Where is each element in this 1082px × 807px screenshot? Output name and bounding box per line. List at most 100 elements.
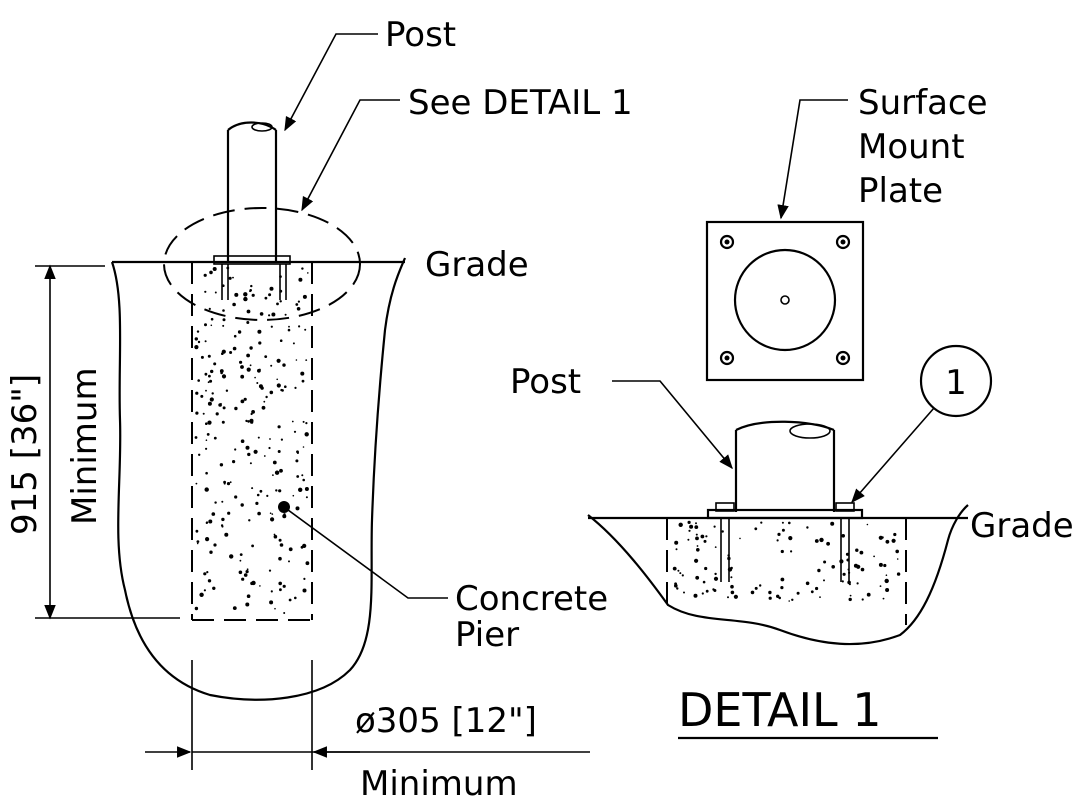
concrete-speck [713, 576, 719, 581]
concrete-speck [232, 276, 234, 279]
plate-leader [777, 99, 848, 220]
concrete-speck [247, 420, 250, 423]
concrete-speck [250, 420, 254, 424]
concrete-speck [681, 574, 684, 577]
concrete-speck [194, 337, 198, 341]
concrete-speck [714, 546, 717, 548]
concrete-speck [227, 511, 231, 515]
concrete-speck [295, 459, 299, 463]
concrete-speck [283, 612, 286, 614]
concrete-speck [223, 482, 226, 485]
concrete-speck [256, 493, 260, 497]
concrete-speck [195, 482, 198, 485]
concrete-speck [202, 412, 205, 415]
main-view: Post See DETAIL 1 Grade 915 [36"] Minimu… [5, 15, 633, 804]
concrete-speck [705, 589, 709, 593]
concrete-speck [264, 296, 268, 300]
concrete-speck [257, 329, 262, 334]
concrete-speck [695, 522, 697, 525]
concrete-speck [853, 563, 858, 568]
concrete-speck [694, 558, 699, 563]
concrete-speck [278, 556, 282, 561]
detail-1: Surface Mount Plate Post 1 [510, 83, 1074, 740]
concrete-speck [233, 334, 237, 338]
concrete-speck [207, 401, 212, 406]
concrete-speck [239, 360, 243, 364]
concrete-speck [249, 346, 253, 350]
concrete-speck [733, 594, 739, 599]
concrete-speck [705, 535, 708, 538]
concrete-speck [730, 584, 734, 589]
concrete-speck [220, 371, 223, 375]
concrete-speck [249, 462, 252, 465]
concrete-speck [203, 273, 207, 277]
see-detail-label: See DETAIL 1 [408, 83, 633, 123]
concrete-speck [194, 606, 199, 611]
concrete-speck [257, 511, 261, 516]
concrete-speck [279, 588, 282, 592]
concrete-speck [282, 584, 286, 588]
concrete-speck [204, 290, 207, 293]
concrete-speck [250, 284, 253, 288]
concrete-speck [254, 376, 256, 379]
concrete-speck [776, 539, 779, 542]
concrete-speck [701, 592, 704, 595]
concrete-speck [688, 529, 691, 532]
concrete-speck [232, 606, 237, 610]
concrete-speck [270, 364, 273, 367]
concrete-speck [298, 277, 303, 282]
concrete-speck [781, 528, 785, 532]
concrete-speck [243, 397, 247, 401]
concrete-speck [232, 460, 236, 464]
concrete-speck [221, 500, 224, 503]
concrete-speck [282, 514, 287, 519]
concrete-speck [270, 590, 273, 593]
concrete-speck [246, 321, 250, 324]
concrete-speck [246, 594, 251, 598]
concrete-speck [207, 354, 211, 358]
concrete-speck [687, 520, 691, 525]
concrete-speck [279, 339, 283, 343]
concrete-speck [704, 566, 708, 571]
concrete-speck [282, 363, 286, 367]
concrete-speck [275, 489, 278, 492]
callout-number: 1 [945, 363, 967, 403]
concrete-speck [271, 513, 274, 515]
concrete-speck [204, 487, 209, 492]
concrete-speck [866, 592, 871, 597]
concrete-speck [207, 381, 210, 384]
concrete-speck [210, 317, 214, 321]
detail-circle [163, 207, 361, 321]
concrete-speck [819, 537, 824, 543]
concrete-speck [239, 559, 242, 562]
concrete-speck [781, 521, 784, 524]
concrete-speck [245, 445, 250, 450]
concrete-speck [271, 312, 276, 317]
concrete-speck [278, 538, 282, 542]
concrete-speck [302, 588, 307, 593]
pier-leader [283, 506, 448, 599]
concrete-speck [297, 300, 300, 303]
concrete-speck [239, 553, 243, 556]
concrete-speck [298, 325, 301, 328]
concrete-speck [273, 534, 278, 539]
concrete-speck [796, 591, 800, 595]
concrete-speck [209, 397, 214, 402]
concrete-speck [296, 451, 299, 454]
concrete-speck [714, 572, 717, 576]
concrete-speck [240, 399, 245, 404]
concrete-speck [302, 294, 307, 299]
post-label: Post [385, 15, 456, 55]
concrete-speck [303, 577, 306, 581]
concrete-speck [205, 471, 208, 475]
concrete-speck [292, 494, 295, 497]
concrete-speck [302, 543, 307, 549]
concrete-speck [204, 340, 207, 343]
detail-post-leader [612, 380, 733, 470]
concrete-speck [279, 468, 283, 473]
concrete-speck [830, 521, 835, 526]
concrete-pier [191, 262, 313, 621]
concrete-speck [860, 567, 865, 572]
detail-anchor-bolts [715, 502, 855, 582]
concrete-speck [211, 512, 216, 516]
